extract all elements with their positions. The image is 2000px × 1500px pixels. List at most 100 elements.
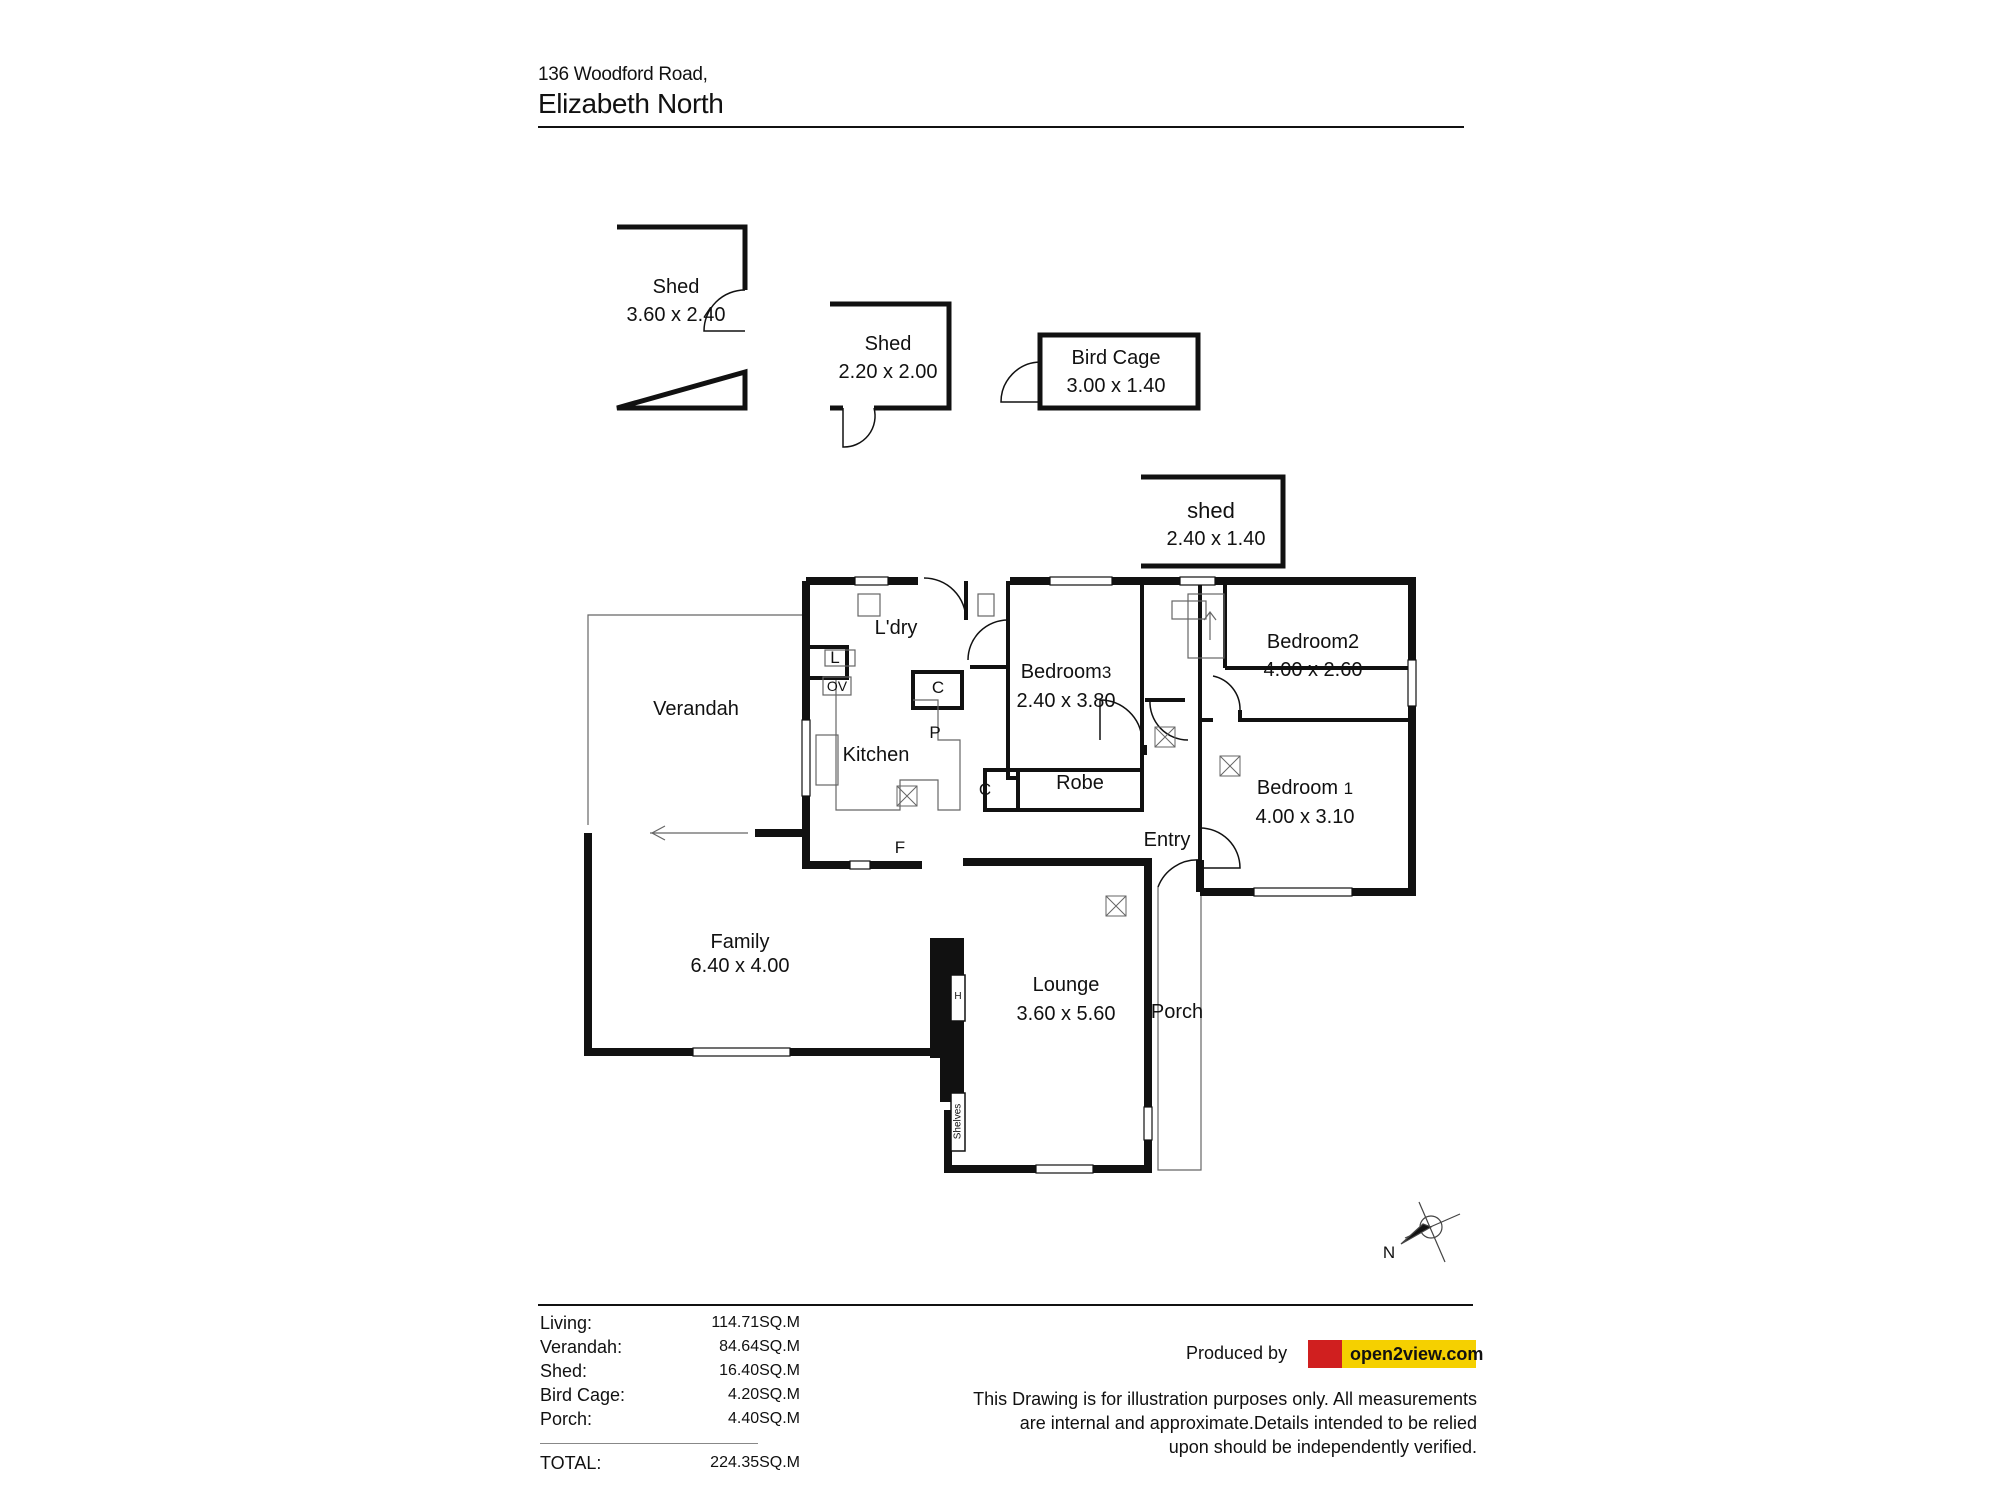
shed-b-door — [842, 407, 876, 448]
bedroom3-number: 3 — [1101, 663, 1112, 682]
kitchen-name: Kitchen — [842, 744, 910, 766]
fixture-shelves-label: Shelves — [952, 1103, 964, 1140]
door-bed1 — [1199, 827, 1241, 869]
lounge-bottom-walls — [944, 1110, 1152, 1173]
total-rule — [540, 1443, 758, 1444]
shower — [1187, 593, 1225, 659]
disclaimer: This Drawing is for illustration purpose… — [917, 1387, 1477, 1459]
door-entry — [1157, 859, 1201, 888]
area-value: 84.64SQ.M — [719, 1338, 800, 1355]
verandah-outline — [587, 614, 808, 825]
address-line-2: Elizabeth North — [538, 88, 724, 119]
shed-c-dims: 2.40 x 1.40 — [1166, 528, 1266, 550]
oven-box — [822, 676, 852, 696]
verandah-name: Verandah — [653, 698, 739, 720]
bath-basin — [1171, 600, 1207, 620]
marker-lounge — [1105, 895, 1127, 917]
shed-b-walls — [830, 301, 952, 411]
bird-cage-dims: 3.00 x 1.40 — [1066, 375, 1166, 397]
family-name: Family — [710, 931, 770, 953]
bedroom3-dims: 2.40 x 3.80 — [1016, 690, 1116, 712]
fixture-c1-label: C — [931, 678, 945, 697]
bird-cage-walls — [1037, 332, 1201, 411]
fixture-p-label: P — [929, 723, 941, 742]
area-label: Verandah: — [540, 1337, 623, 1357]
robe-name: Robe — [1056, 772, 1104, 794]
heater-box — [950, 974, 966, 1022]
bedroom2-walls — [1223, 581, 1412, 670]
window-bed2 — [1407, 659, 1417, 707]
window-lounge-side — [1143, 1106, 1153, 1141]
marker-entry — [1154, 726, 1176, 748]
bedroom2-dims: 4.00 x 2.60 — [1263, 659, 1363, 681]
bed3-left-wall — [1006, 667, 1018, 780]
bird-cage-door — [1000, 361, 1041, 403]
house-top-right-walls — [806, 577, 1416, 896]
laundry-tub-area — [806, 645, 849, 680]
fixture-f-label: F — [894, 838, 906, 857]
porch-outline — [1157, 887, 1202, 1171]
laundry-l-box — [824, 649, 856, 667]
area-label: Living: — [540, 1313, 593, 1333]
fixture-l-label: L — [830, 648, 840, 667]
total-value: 224.35SQ.M — [710, 1454, 800, 1471]
laundry-name: L'dry — [874, 617, 918, 639]
window-bed3 — [1049, 576, 1113, 586]
door-bed2 — [1212, 675, 1241, 711]
shed-a-walls — [616, 224, 748, 411]
bedroom1-label: Bedroom — [1256, 777, 1339, 799]
window-laundry — [854, 576, 889, 586]
disclaimer-line-2: are internal and approximate.Details int… — [1019, 1413, 1477, 1433]
toilet — [977, 593, 995, 617]
shower-arrow — [1203, 611, 1217, 640]
window-kitchen — [801, 719, 811, 797]
bedroom3-label: Bedroom — [1020, 661, 1102, 683]
door-bath — [1149, 699, 1189, 741]
marker-kitchen — [896, 785, 918, 807]
address-line-1: 136 Woodford Road, — [538, 64, 708, 85]
area-value: 4.20SQ.M — [727, 1386, 800, 1403]
shed-c-name: shed — [1187, 498, 1235, 523]
door-laundry — [923, 577, 967, 621]
lounge-top-wall — [963, 858, 1152, 1107]
shed-a-dims: 3.60 x 2.40 — [626, 304, 726, 326]
bedroom3-name: Bedroom3 — [1021, 661, 1112, 684]
area-label: Bird Cage: — [540, 1385, 626, 1405]
north-label: N — [1382, 1243, 1396, 1262]
kitchen-walls — [802, 581, 922, 869]
cupboard-c2 — [983, 768, 1020, 812]
window-kitchen-bottom — [849, 860, 871, 870]
cupboard-c1 — [911, 670, 964, 710]
laundry-tub — [857, 593, 881, 617]
kitchen-sink — [815, 734, 839, 786]
logo-house-icon — [1308, 1340, 1342, 1368]
shelves-box — [950, 1092, 966, 1152]
logo-brand: open2view.com — [1342, 1340, 1483, 1368]
header-rule — [538, 126, 1464, 128]
area-value: 16.40SQ.M — [719, 1362, 800, 1379]
bedroom1-number: 1 — [1343, 779, 1354, 798]
area-label: Porch: — [540, 1409, 593, 1429]
window-lounge — [1035, 1164, 1094, 1174]
produced-by: Produced by — [1186, 1343, 1288, 1363]
entry-name: Entry — [1143, 829, 1191, 851]
window-bed1 — [1253, 887, 1353, 897]
bedroom2-name: Bedroom2 — [1266, 631, 1360, 653]
marker-bed1 — [1219, 755, 1241, 777]
shed-b-dims: 2.20 x 2.00 — [838, 361, 938, 383]
fixture-ov-label: OV — [826, 678, 848, 694]
family-dims: 6.40 x 4.00 — [690, 955, 790, 977]
shed-b-name: Shed — [864, 333, 912, 355]
shed-a-door — [703, 289, 746, 332]
area-value: 4.40SQ.M — [727, 1410, 800, 1427]
window-bath — [1179, 576, 1216, 586]
fixture-c2-label: C — [978, 780, 992, 799]
family-walls — [584, 833, 935, 1056]
bath-walls — [1143, 698, 1185, 755]
bedroom1-name: Bedroom 1 — [1257, 777, 1353, 800]
kitchen-bench — [835, 680, 961, 811]
lounge-dims: 3.60 x 5.60 — [1016, 1003, 1116, 1025]
sliding-door-arrow — [650, 825, 666, 841]
door-wc — [967, 619, 1009, 661]
